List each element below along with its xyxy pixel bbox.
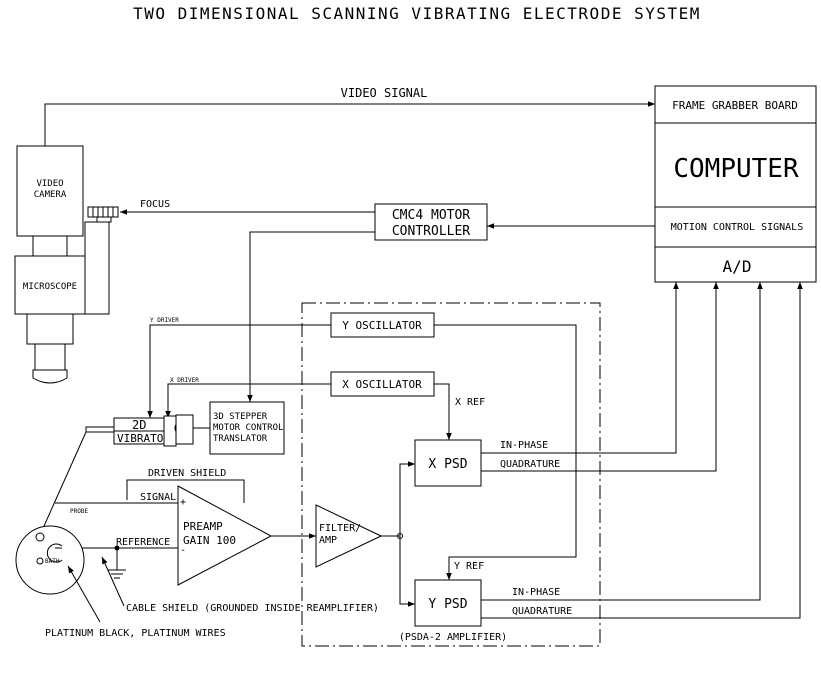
- x-oscillator: X OSCILLATOR: [330, 371, 435, 397]
- y-driver-label: Y DRIVER: [150, 317, 179, 324]
- x-psd-outputs: IN-PHASE QUADRATURE: [481, 282, 719, 472]
- filter-amp-label-2: AMP: [319, 535, 337, 546]
- x-in-phase-label: IN-PHASE: [500, 440, 548, 451]
- y-quadrature-label: QUADRATURE: [512, 606, 572, 617]
- signal-connection: SIGNAL PROBE: [55, 492, 178, 515]
- diagram-title: TWO DIMENSIONAL SCANNING VIBRATING ELECT…: [133, 4, 701, 23]
- cable-shield-annotation: CABLE SHIELD (GROUNDED INSIDE REAMPLIFIE…: [126, 603, 379, 614]
- reference-label: REFERENCE: [116, 537, 170, 548]
- frame-grabber-label: FRAME GRABBER BOARD: [672, 99, 798, 112]
- video-camera: [16, 145, 84, 237]
- y-oscillator-label: Y OSCILLATOR: [342, 319, 422, 332]
- driven-shield-label: DRIVEN SHIELD: [148, 468, 226, 479]
- x-ref-label: X REF: [455, 397, 485, 408]
- microscope-body: [14, 255, 86, 315]
- probe-wire: [39, 431, 87, 536]
- vibrator-2d-label: 2D: [132, 418, 146, 432]
- annotation-leaders: [67, 556, 125, 623]
- y-psd-outputs: IN-PHASE QUADRATURE: [481, 282, 803, 619]
- stepper-label-1: 3D STEPPER: [213, 412, 268, 422]
- x-quadrature-label: QUADRATURE: [500, 459, 560, 470]
- filter-amp: FILTER/ AMP: [315, 504, 383, 568]
- preamp-plus: +: [180, 497, 186, 508]
- cmc4-motor-controller: CMC4 MOTOR CONTROLLER: [374, 203, 488, 241]
- cmc4-label-1: CMC4 MOTOR: [392, 208, 470, 223]
- preamp-label-1: PREAMP: [183, 520, 223, 533]
- y-ref-connection: Y REF: [434, 324, 577, 580]
- controller-to-stepper: [247, 231, 375, 402]
- preamp-label-2: GAIN 100: [183, 534, 236, 547]
- psda-amplifier-enclosure: [301, 302, 601, 647]
- x-psd-label: X PSD: [428, 457, 467, 472]
- y-psd: Y PSD: [414, 579, 482, 627]
- preamp-minus: -: [180, 545, 186, 556]
- video-signal-label: VIDEO SIGNAL: [341, 86, 428, 100]
- vibrator-label: VIBRATOR: [117, 432, 170, 445]
- computer-block: FRAME GRABBER BOARD COMPUTER MOTION CONT…: [654, 85, 817, 283]
- y-driver-connection: Y DRIVER: [147, 317, 331, 418]
- stepper-motor-translator: 3D STEPPER MOTOR CONTROL TRANSLATOR: [209, 401, 285, 455]
- x-psd: X PSD: [414, 439, 482, 487]
- motion-control-label: MOTION CONTROL SIGNALS: [671, 222, 803, 233]
- cmc4-label-2: CONTROLLER: [392, 224, 470, 239]
- y-psd-label: Y PSD: [428, 597, 467, 612]
- ad-converter-label: A/D: [723, 257, 752, 276]
- stepper-label-3: TRANSLATOR: [213, 434, 268, 444]
- bath-label: BATH: [45, 558, 60, 565]
- driven-shield: DRIVEN SHIELD: [126, 468, 245, 503]
- y-ref-label: Y REF: [454, 561, 484, 572]
- psda-amplifier-label: (PSDA-2 AMPLIFIER): [399, 632, 507, 643]
- bath: BATH: [15, 525, 85, 595]
- camera-microscope-assembly: VIDEO CAMERA MICROSCOPE: [14, 145, 119, 384]
- computer-label: COMPUTER: [673, 154, 799, 184]
- video-camera-label-1: VIDEO: [36, 179, 63, 189]
- filter-amp-label-1: FILTER/: [319, 523, 361, 534]
- x-oscillator-label: X OSCILLATOR: [342, 378, 422, 391]
- x-driver-label: X DRIVER: [170, 377, 199, 384]
- focus-label: FOCUS: [140, 199, 170, 210]
- platinum-annotation: PLATINUM BLACK, PLATINUM WIRES: [45, 628, 226, 639]
- video-signal-connection: VIDEO SIGNAL: [44, 86, 655, 146]
- signal-label: SIGNAL: [140, 492, 176, 503]
- focus-connection: FOCUS: [120, 199, 375, 215]
- x-driver-connection: X DRIVER: [165, 377, 331, 418]
- microscope-label: MICROSCOPE: [23, 282, 77, 292]
- y-oscillator: Y OSCILLATOR: [330, 312, 435, 338]
- vibrator-2d: 2D VIBRATOR: [85, 414, 210, 447]
- preamp: PREAMP GAIN 100 + -: [177, 485, 273, 586]
- x-ref-connection: X REF: [434, 383, 485, 440]
- probe-label: PROBE: [70, 508, 88, 515]
- filter-to-psd-split: [381, 461, 415, 607]
- stepper-label-2: MOTOR CONTROL: [213, 423, 283, 433]
- y-in-phase-label: IN-PHASE: [512, 587, 560, 598]
- video-camera-label-2: CAMERA: [34, 190, 67, 200]
